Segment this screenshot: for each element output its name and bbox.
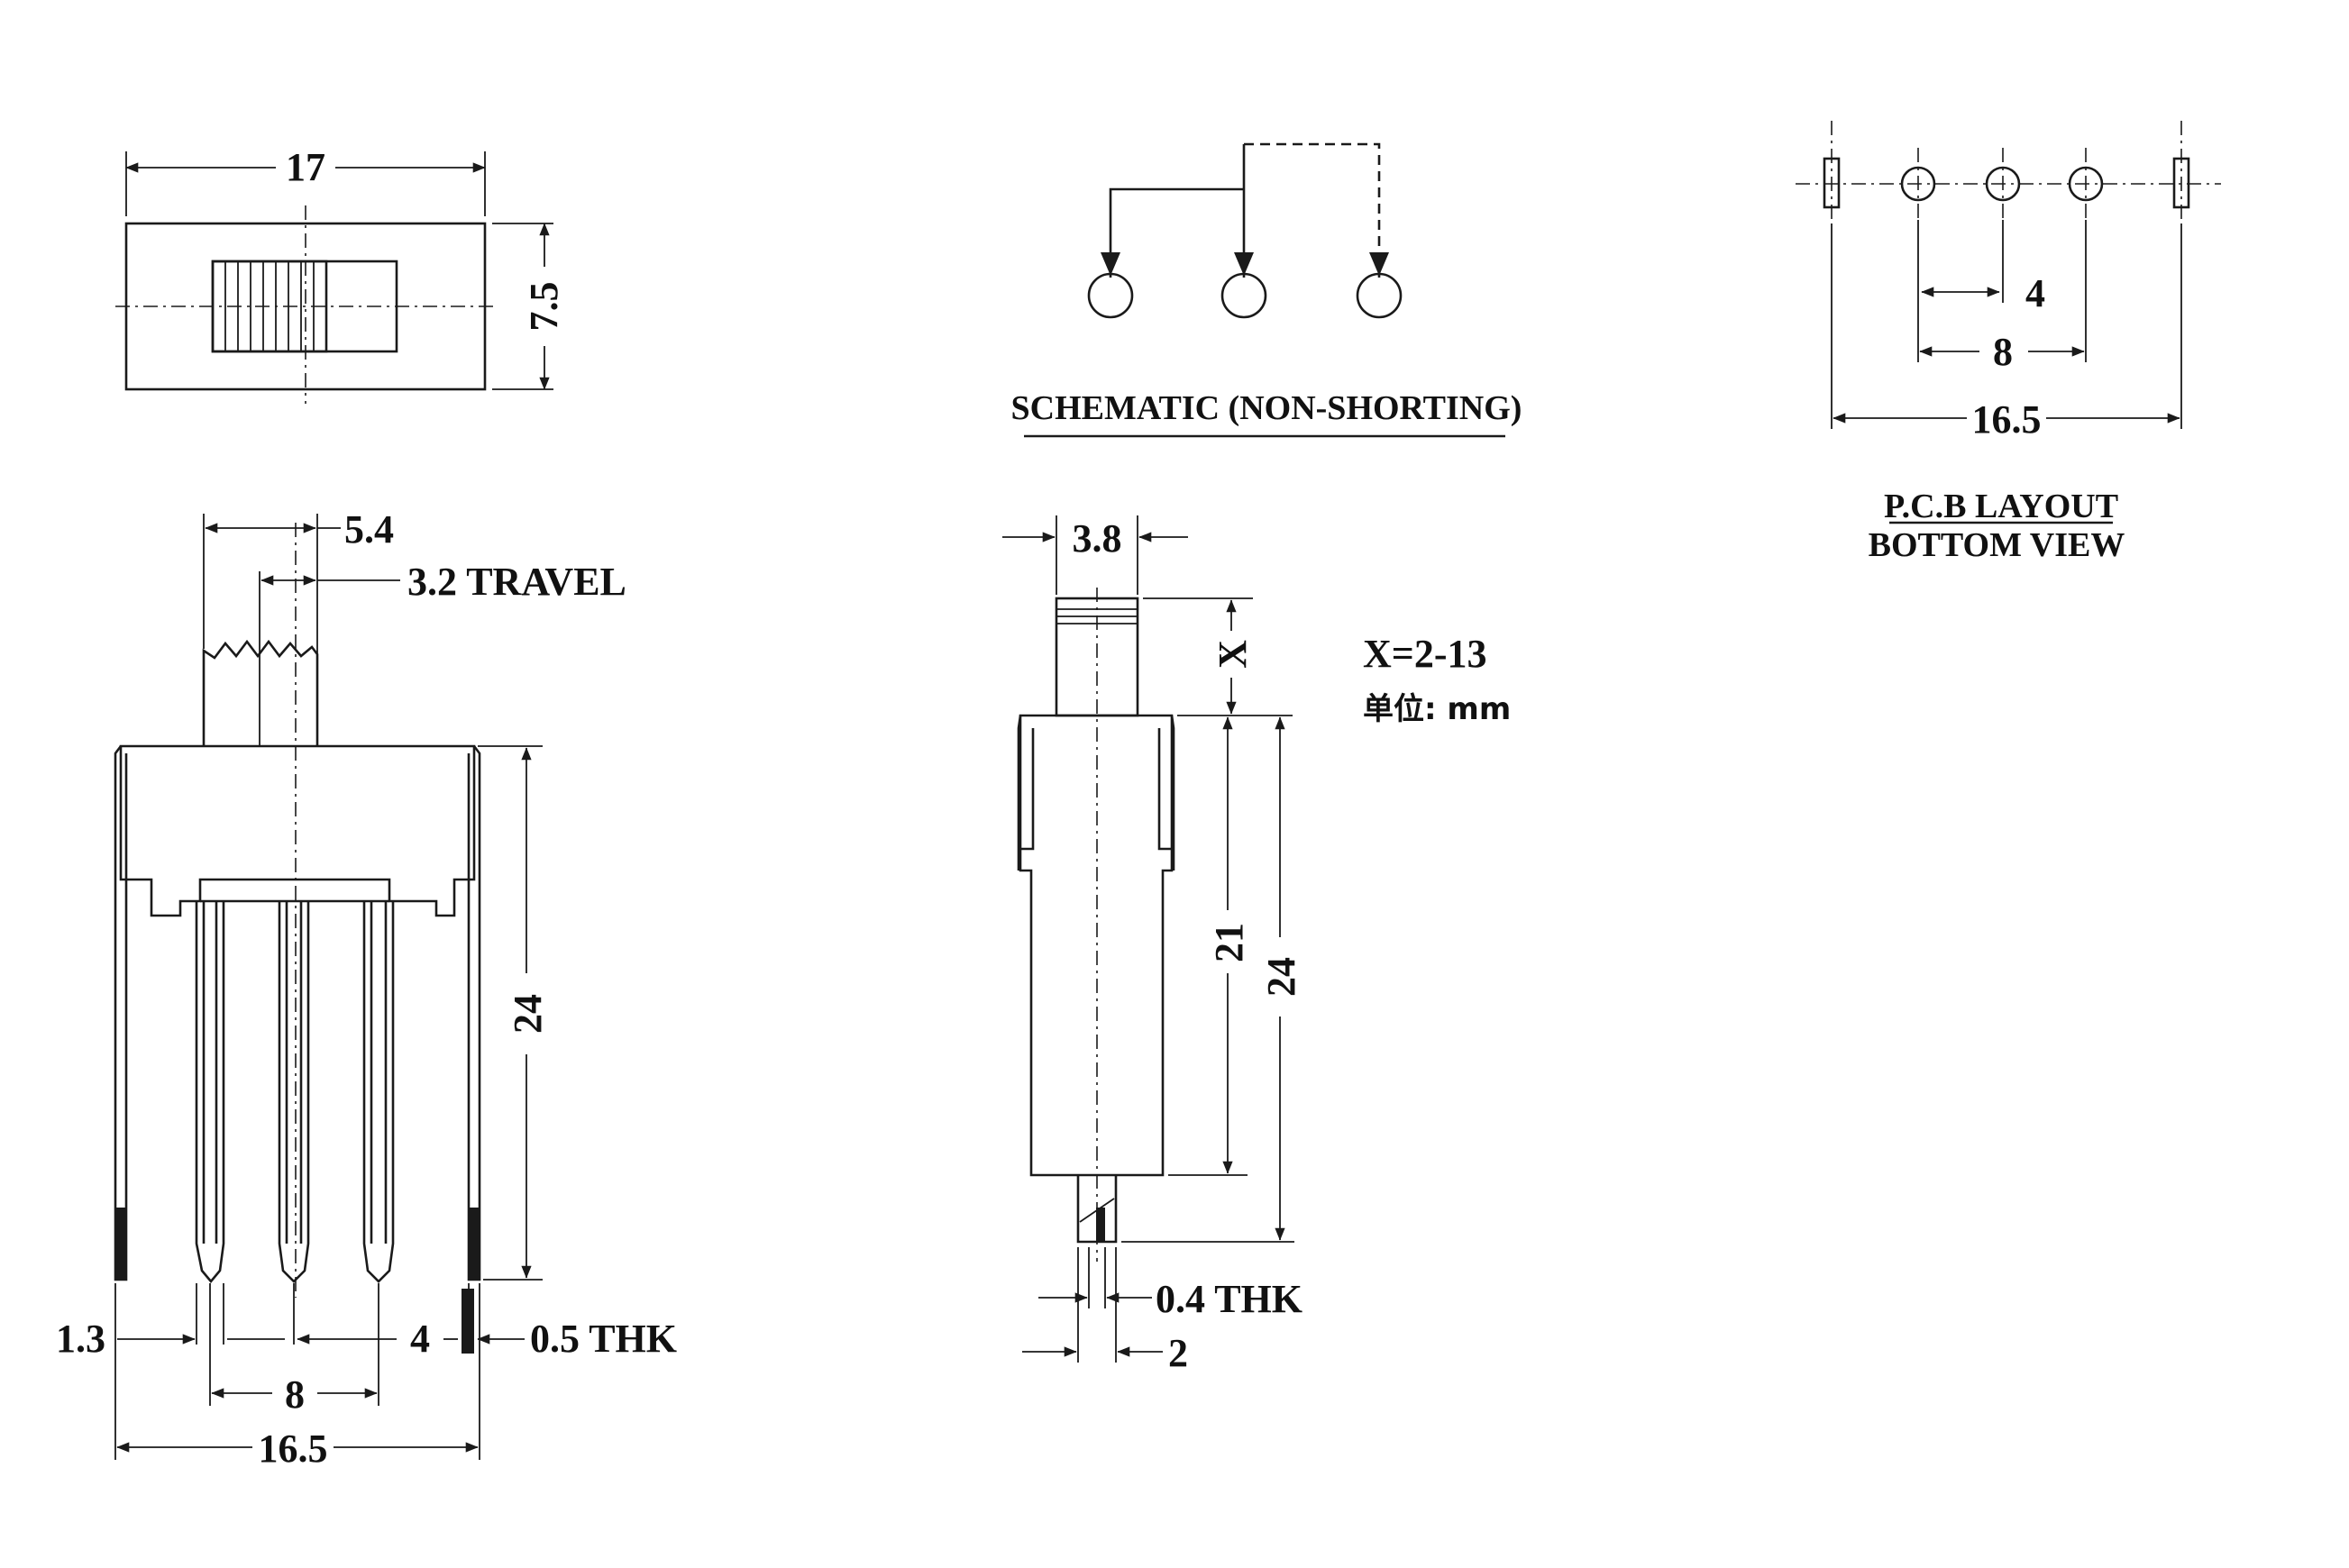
front-lug-thickness-mark [462,1289,474,1354]
side-bracket-left [1017,715,1035,871]
front-actuator-width-label: 5.4 [344,507,394,552]
top-view: 17 7.5 [115,145,566,404]
front-height-dimension: 24 [478,745,550,1281]
pcb-span-label: 8 [1993,330,2013,374]
side-view: 3.8 X X=2-13 单位: mm 21 24 [1002,515,1511,1375]
top-view-height-label: 7.5 [522,282,566,332]
schematic-arrow-right [1369,252,1389,276]
side-actuator-height-dimension: X [1143,597,1293,716]
side-pin-thickness-label: 0.4 THK [1156,1277,1302,1321]
side-pin-thickness-mark [1096,1208,1105,1242]
side-pin-width-label: 2 [1168,1331,1188,1375]
front-pin-1 [195,901,225,1284]
pcb-overall-label: 16.5 [1972,397,2042,442]
front-pitch-label: 4 [410,1317,430,1361]
schematic-terminal-2 [1220,272,1267,319]
pcb-title-line2: BOTTOM VIEW [1869,526,2125,564]
front-span-dimension: 8 [211,1372,378,1417]
front-travel-label: 3.2 TRAVEL [407,560,626,604]
pcb-layout: 4 8 16.5 P.C.B LAYOUT BOTTOM VIEW [1796,121,2221,564]
top-view-height-dimension: 7.5 [492,223,566,390]
front-actuator [202,639,319,746]
side-body-height-label: 21 [1207,923,1251,962]
front-lug-thickness-dimension: 0.5 THK [477,1317,677,1361]
schematic-terminal-1 [1087,272,1134,319]
side-unit-note: 单位: mm [1363,691,1511,727]
front-pitch-dimension: 4 [227,1317,458,1361]
front-lug-offset-dimension: 1.3 [56,1317,196,1361]
side-actuator-height-label: X [1211,640,1255,669]
front-lug-offset-label: 1.3 [56,1317,105,1361]
side-body-height-dimension: 21 [1168,716,1251,1176]
schematic-arrow-left [1101,252,1120,276]
schematic-wire-solid [1109,187,1244,278]
schematic-arrow-center [1234,252,1254,276]
schematic-wire-dashed [1244,142,1381,278]
pcb-overall-dimension: 16.5 [1833,397,2180,442]
side-pin-width-dimension: 2 [1022,1331,1188,1375]
schematic-title: SCHEMATIC (NON-SHORTING) [1011,389,1522,427]
front-span-label: 8 [285,1372,305,1417]
side-body [1019,714,1174,1177]
front-overall-dimension: 16.5 [116,1427,479,1471]
top-view-width-dimension: 17 [125,145,486,216]
pcb-span-dimension: 8 [1919,330,2085,374]
front-pin-3 [362,901,395,1283]
side-overall-height-dimension: 24 [1121,716,1303,1243]
schematic-terminal-3 [1356,272,1403,319]
top-view-width-label: 17 [286,145,325,189]
side-actuator-width-dimension: 3.8 [1002,515,1188,595]
front-pin-2 [278,901,310,1283]
front-view: 5.4 3.2 TRAVEL 24 1.3 [56,507,677,1471]
pcb-pitch-label: 4 [2025,271,2045,315]
side-bracket-right [1157,715,1175,871]
pcb-pitch-dimension: 4 [1921,271,2045,315]
front-overall-label: 16.5 [259,1427,328,1471]
side-overall-height-label: 24 [1259,957,1303,997]
front-actuator-width-dimension: 5.4 [203,507,394,746]
pcb-title-line1: P.C.B LAYOUT [1884,488,2118,525]
schematic: SCHEMATIC (NON-SHORTING) [1011,142,1522,438]
side-actuator-width-label: 3.8 [1073,516,1122,561]
front-travel-dimension: 3.2 TRAVEL [259,560,626,746]
front-height-label: 24 [506,994,550,1034]
side-pin-thickness-dimension: 0.4 THK [1038,1277,1302,1321]
front-lug-thickness-label: 0.5 THK [530,1317,677,1361]
side-range-note: X=2-13 [1363,632,1487,676]
front-body [119,744,476,917]
